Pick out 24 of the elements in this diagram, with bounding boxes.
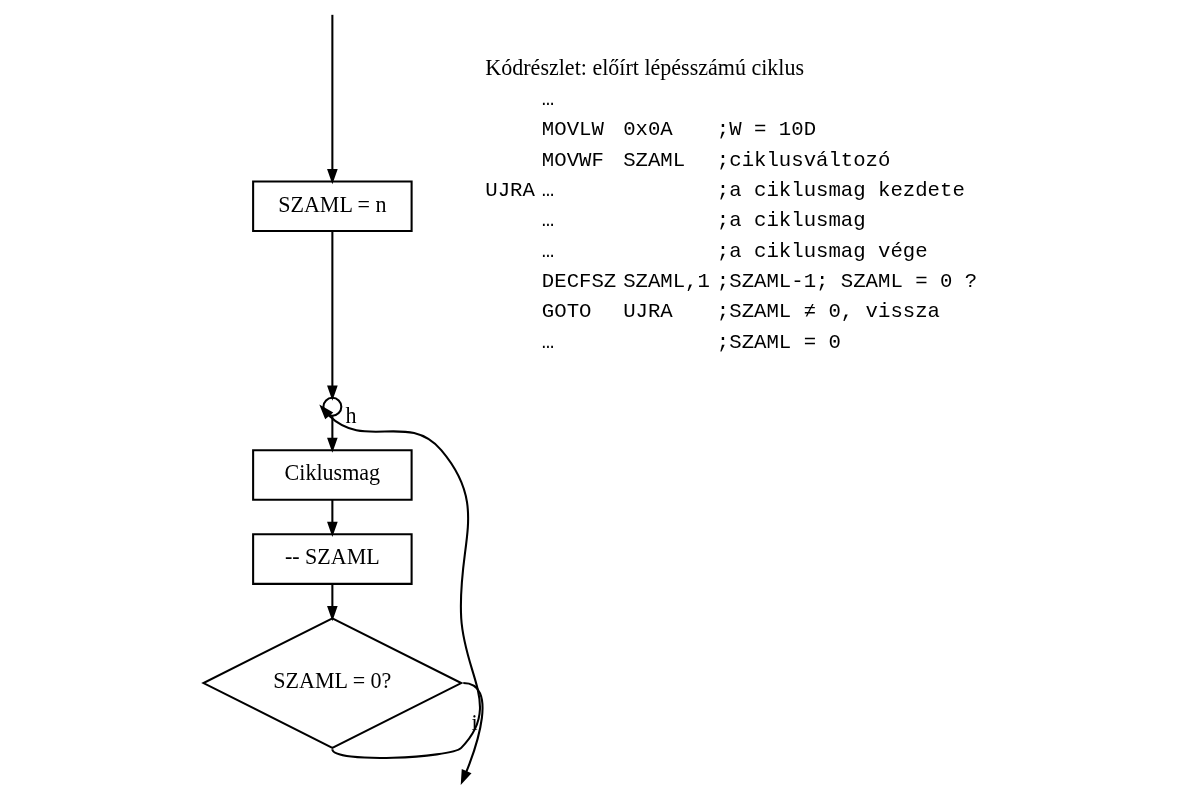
label: Kódrészlet: előírt lépésszámú ciklus bbox=[484, 55, 804, 81]
label: ;SZAML = 0 bbox=[716, 330, 841, 354]
label: ;SZAML ≠ 0, vissza bbox=[716, 300, 940, 324]
label: GOTO bbox=[541, 300, 591, 324]
label: … bbox=[541, 239, 554, 263]
label: … bbox=[541, 87, 554, 111]
edge-label: h bbox=[344, 403, 356, 429]
label: ;W = 10D bbox=[716, 118, 816, 142]
label: UJRA bbox=[484, 178, 535, 202]
label: ;a ciklusmag kezdete bbox=[716, 178, 965, 202]
label: MOVWF bbox=[541, 148, 604, 172]
label: ;a ciklusmag bbox=[716, 209, 866, 233]
label: SZAML,1 bbox=[622, 269, 710, 293]
label: ;ciklusváltozó bbox=[716, 148, 890, 172]
label: ;a ciklusmag vége bbox=[716, 239, 928, 263]
label: 0x0A bbox=[622, 118, 673, 142]
label: … bbox=[541, 178, 554, 202]
label: SZAML bbox=[622, 148, 685, 172]
label: DECFSZ bbox=[541, 269, 616, 293]
label: … bbox=[541, 330, 554, 354]
label: UJRA bbox=[622, 300, 673, 324]
label: … bbox=[541, 209, 554, 233]
label: MOVLW bbox=[541, 118, 604, 142]
label: ;SZAML-1; SZAML = 0 ? bbox=[716, 269, 977, 293]
